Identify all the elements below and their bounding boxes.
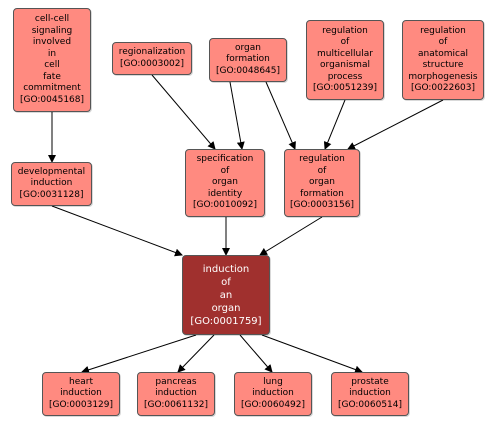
go-term-label: cell-cell signaling involved in cell fat… <box>19 14 85 105</box>
edge-GO0048645-to-GO0003156 <box>265 81 296 150</box>
edge-GO0051239-to-GO0003156 <box>323 99 346 150</box>
go-term-node-go0051239[interactable]: regulation of multicellular organismal p… <box>306 20 384 100</box>
go-term-node-go0045168[interactable]: cell-cell signaling involved in cell fat… <box>13 8 91 112</box>
go-term-node-go0031128[interactable]: developmental induction [GO:0031128] <box>11 162 92 206</box>
go-term-label: regionalization [GO:0003002] <box>118 47 186 69</box>
edge-GO0001759-to-GO0003129 <box>81 334 197 374</box>
go-term-label: organ formation [GO:0048645] <box>215 42 281 76</box>
go-term-label: lung induction [GO:0060492] <box>240 376 306 410</box>
go-term-node-go0060514[interactable]: prostate induction [GO:0060514] <box>331 372 409 416</box>
go-term-node-go0061132[interactable]: pancreas induction [GO:0061132] <box>137 372 215 416</box>
go-term-label: regulation of organ formation [GO:000315… <box>289 154 355 211</box>
go-term-node-go0003002[interactable]: regionalization [GO:0003002] <box>112 42 192 75</box>
go-term-node-go0001759[interactable]: induction of an organ [GO:0001759] <box>182 255 270 335</box>
go-term-label: specification of organ identity [GO:0010… <box>192 154 258 211</box>
go-term-label: regulation of anatomical structure morph… <box>408 25 478 94</box>
go-term-node-go0048645[interactable]: organ formation [GO:0048645] <box>209 38 287 82</box>
go-term-node-go0003156[interactable]: regulation of organ formation [GO:000315… <box>284 149 360 217</box>
edge-GO0001759-to-GO0061132 <box>177 334 215 373</box>
go-term-node-go0022603[interactable]: regulation of anatomical structure morph… <box>402 20 484 100</box>
go-term-label: developmental induction [GO:0031128] <box>17 166 86 200</box>
go-term-label: regulation of multicellular organismal p… <box>312 25 378 94</box>
go-term-node-go0003129[interactable]: heart induction [GO:0003129] <box>42 372 120 416</box>
go-term-label: pancreas induction [GO:0061132] <box>143 376 209 410</box>
edge-GO0001759-to-GO0060514 <box>261 334 363 374</box>
go-term-label: induction of an organ [GO:0001759] <box>190 263 262 327</box>
go-term-node-go0010092[interactable]: specification of organ identity [GO:0010… <box>185 149 265 217</box>
edge-GO0003156-to-GO0001759 <box>259 216 323 256</box>
edge-GO0003002-to-GO0010092 <box>151 74 216 150</box>
edge-GO0048645-to-GO0010092 <box>229 81 245 150</box>
go-term-node-go0060492[interactable]: lung induction [GO:0060492] <box>234 372 312 416</box>
go-term-label: prostate induction [GO:0060514] <box>337 376 403 410</box>
edge-GO0001759-to-GO0060492 <box>239 334 273 373</box>
go-term-label: heart induction [GO:0003129] <box>48 376 114 410</box>
edge-GO0031128-to-GO0001759 <box>51 205 183 257</box>
edge-GO0022603-to-GO0003156 <box>347 99 444 150</box>
